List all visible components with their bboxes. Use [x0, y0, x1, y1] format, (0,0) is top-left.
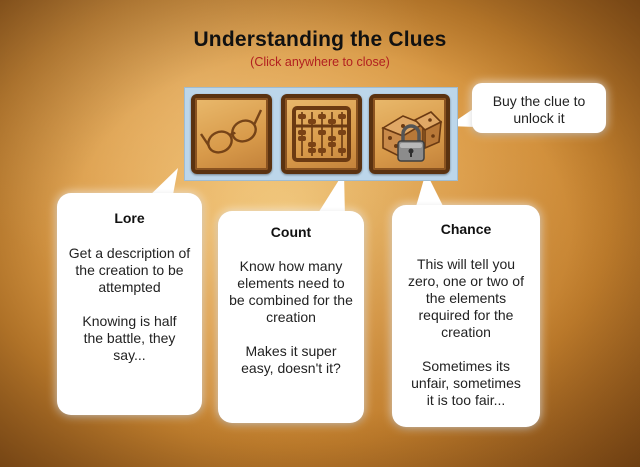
abacus-icon: [292, 106, 351, 162]
chance-clue-tile[interactable]: [369, 94, 450, 174]
lore-description: Get a description of the creation to be …: [68, 245, 191, 295]
lore-bubble: Lore Get a description of the creation t…: [57, 193, 202, 415]
unlock-tip-bubble: Buy the clue to unlock it: [472, 83, 606, 133]
lore-clue-tile[interactable]: [191, 94, 272, 174]
chance-bubble: Chance This will tell you zero, one or t…: [392, 205, 540, 427]
clue-icon-strip: [184, 87, 458, 181]
unlock-tip-text: Buy the clue to unlock it: [492, 93, 586, 126]
glasses-icon: [200, 109, 263, 154]
count-description: Know how many elements need to be combin…: [229, 258, 353, 325]
page-title: Understanding the Clues: [193, 28, 447, 51]
count-clue-tile[interactable]: [281, 94, 362, 174]
count-bubble: Count Know how many elements need to be …: [218, 211, 364, 423]
count-note: Makes it super easy, doesn't it?: [241, 343, 341, 376]
lore-note: Knowing is half the battle, they say...: [82, 313, 177, 363]
count-title: Count: [270, 224, 312, 240]
chance-title: Chance: [440, 221, 492, 237]
lore-title: Lore: [114, 210, 145, 226]
chance-note: Sometimes its unfair, sometimes it is to…: [411, 358, 521, 408]
locked-dice-icon: [381, 111, 443, 162]
close-hint: (Click anywhere to close): [250, 55, 390, 69]
chance-description: This will tell you zero, one or two of t…: [408, 256, 524, 340]
